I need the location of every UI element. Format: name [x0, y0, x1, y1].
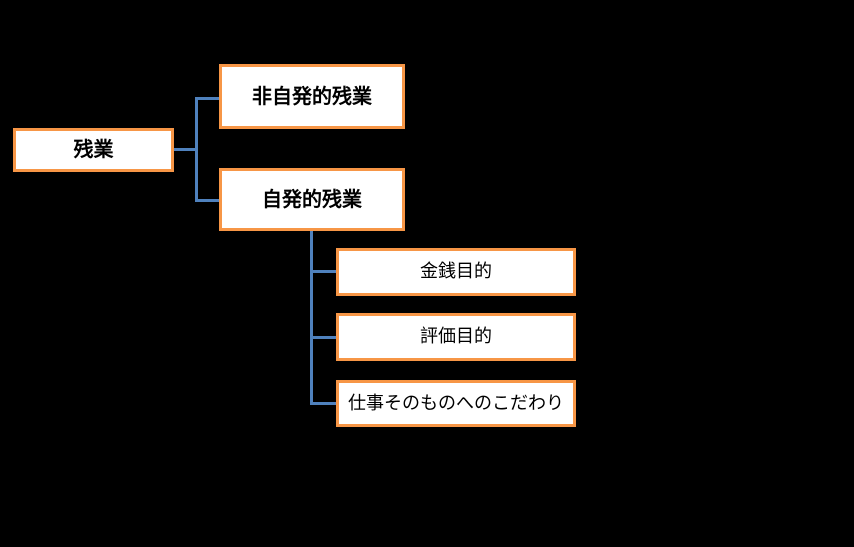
- node-work-itself-commitment: 仕事そのものへのこだわり: [336, 380, 576, 427]
- connector-root-out: [174, 148, 196, 151]
- node-evaluation-purpose-label: 評価目的: [420, 326, 492, 347]
- connector-trunk-level1: [195, 97, 198, 202]
- connector-to-work-itself: [312, 402, 336, 405]
- connector-trunk-level2: [310, 231, 313, 405]
- node-involuntary-overtime-label: 非自発的残業: [252, 85, 372, 108]
- connector-to-voluntary: [197, 199, 219, 202]
- node-involuntary-overtime: 非自発的残業: [219, 64, 405, 129]
- node-overtime-label: 残業: [73, 139, 114, 161]
- node-voluntary-overtime: 自発的残業: [219, 168, 405, 231]
- node-work-itself-commitment-label: 仕事そのものへのこだわり: [348, 392, 564, 413]
- connector-to-involuntary: [197, 97, 219, 100]
- node-overtime: 残業: [13, 128, 174, 172]
- connector-to-money: [312, 270, 336, 273]
- node-evaluation-purpose: 評価目的: [336, 313, 576, 361]
- node-voluntary-overtime-label: 自発的残業: [262, 188, 362, 211]
- node-money-purpose: 金銭目的: [336, 248, 576, 296]
- node-money-purpose-label: 金銭目的: [420, 261, 492, 282]
- connector-to-evaluation: [312, 336, 336, 339]
